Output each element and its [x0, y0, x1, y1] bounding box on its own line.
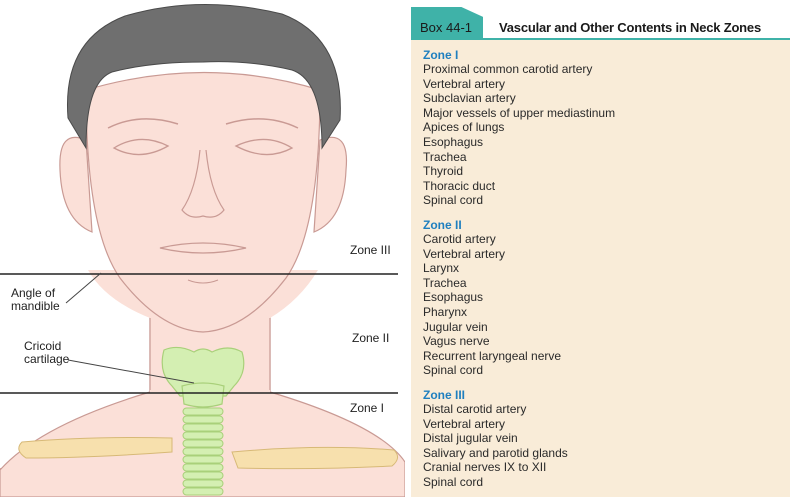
- zone-3-label: Zone III: [350, 244, 391, 257]
- list-item: Spinal cord: [423, 363, 561, 378]
- list-item: Subclavian artery: [423, 91, 615, 106]
- list-item: Thyroid: [423, 164, 615, 179]
- cricoid-cartilage: [182, 383, 224, 407]
- angle-leader-line: [66, 273, 101, 303]
- trachea-ring: [183, 440, 223, 447]
- list-item: Proximal common carotid artery: [423, 62, 615, 77]
- neck-zones-illustration: Zone III Zone II Zone I Angle of mandibl…: [0, 0, 405, 497]
- angle-of-mandible-label: Angle of mandible: [11, 287, 60, 313]
- trachea-ring: [183, 408, 223, 415]
- zone-heading: Zone II: [423, 218, 561, 232]
- list-item: Vertebral artery: [423, 417, 568, 432]
- box-number: Box 44-1: [420, 20, 472, 35]
- list-item: Jugular vein: [423, 320, 561, 335]
- trachea-ring: [183, 432, 223, 439]
- list-item: Pharynx: [423, 305, 561, 320]
- box-number-tab: Box 44-1: [411, 7, 483, 40]
- zone-heading: Zone I: [423, 48, 615, 62]
- trachea-ring: [183, 456, 223, 463]
- trachea: [183, 408, 223, 495]
- zone-1-label: Zone I: [350, 402, 384, 415]
- zone-heading: Zone III: [423, 388, 568, 402]
- list-item: Spinal cord: [423, 475, 568, 490]
- list-item: Distal carotid artery: [423, 402, 568, 417]
- box-header: Box 44-1 Vascular and Other Contents in …: [411, 0, 790, 40]
- trachea-ring: [183, 424, 223, 431]
- list-item: Vagus nerve: [423, 334, 561, 349]
- right-ear: [314, 137, 346, 232]
- trachea-ring: [183, 488, 223, 495]
- list-item: Apices of lungs: [423, 120, 615, 135]
- list-item: Thoracic duct: [423, 179, 615, 194]
- trachea-ring: [183, 448, 223, 455]
- list-item: Larynx: [423, 261, 561, 276]
- right-clavicle: [232, 447, 398, 468]
- cricoid-cartilage-label: Cricoid cartilage: [24, 340, 69, 366]
- zone-2-label: Zone II: [352, 332, 389, 345]
- box-title: Vascular and Other Contents in Neck Zone…: [499, 20, 761, 35]
- list-item: Vertebral artery: [423, 247, 561, 262]
- trachea-ring: [183, 480, 223, 487]
- list-item: Trachea: [423, 150, 615, 165]
- trachea-ring: [183, 472, 223, 479]
- list-item: Distal jugular vein: [423, 431, 568, 446]
- list-item: Spinal cord: [423, 193, 615, 208]
- list-item: Major vessels of upper mediastinum: [423, 106, 615, 121]
- list-item: Cranial nerves IX to XII: [423, 460, 568, 475]
- list-item: Vertebral artery: [423, 77, 615, 92]
- head-neck-drawing: [0, 0, 405, 497]
- list-item: Trachea: [423, 276, 561, 291]
- list-item: Esophagus: [423, 135, 615, 150]
- box-44-1: Box 44-1 Vascular and Other Contents in …: [411, 0, 790, 497]
- left-ear: [60, 137, 92, 232]
- list-item: Esophagus: [423, 290, 561, 305]
- list-item: Carotid artery: [423, 232, 561, 247]
- list-item: Salivary and parotid glands: [423, 446, 568, 461]
- list-item: Recurrent laryngeal nerve: [423, 349, 561, 364]
- trachea-ring: [183, 464, 223, 471]
- trachea-ring: [183, 416, 223, 423]
